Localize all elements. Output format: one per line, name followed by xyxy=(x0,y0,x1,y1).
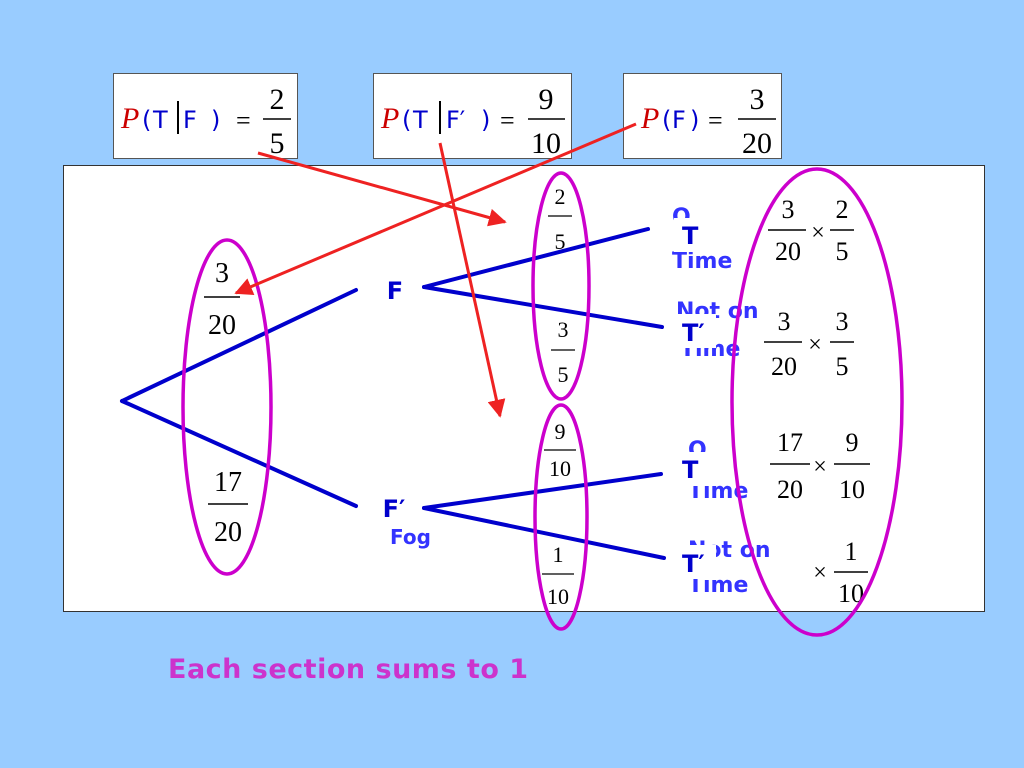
branch-not-f-to-t xyxy=(422,472,663,510)
highlight-level2-probs-not-f xyxy=(533,403,589,631)
product-times-sign: × xyxy=(808,332,822,358)
formula-numerator: 9 xyxy=(539,83,554,116)
outcome-3-label-bg xyxy=(676,452,712,486)
product-b-numerator: 1 xyxy=(845,537,858,566)
product-times-sign: × xyxy=(813,560,827,586)
highlight-products xyxy=(730,167,904,637)
prob-not-t-given-not-f-denominator: 10 xyxy=(547,584,569,609)
formula-open-paren: ( xyxy=(402,106,411,134)
prob-f-denominator: 20 xyxy=(208,310,236,341)
formula-arrows xyxy=(234,122,637,418)
highlight-level1-probs xyxy=(181,238,273,576)
prob-f-numerator: 3 xyxy=(215,258,229,289)
caption-each-section-sums: Each section sums to 1 xyxy=(168,654,529,685)
node-f-label: F xyxy=(387,277,403,305)
formula-box-t-given-not-f xyxy=(373,73,572,159)
formula-event: T xyxy=(152,106,168,134)
outcome-1-label: T xyxy=(682,222,699,250)
formula-event: T xyxy=(412,106,428,134)
prob-not-f-denominator: 20 xyxy=(214,517,242,548)
formula-denominator: 20 xyxy=(742,127,772,160)
formula-numerator: 2 xyxy=(270,83,285,116)
outcome-1-label-bg xyxy=(674,218,710,252)
formula-denominator: 5 xyxy=(270,127,285,160)
level2-probabilities: 2 5 3 5 9 10 1 10 xyxy=(542,184,576,609)
product-a-numerator: 3 xyxy=(782,195,795,224)
tree-diagram-panel xyxy=(63,165,985,612)
product-b-numerator: 3 xyxy=(836,307,849,336)
outcome-products: 3 20 × 2 5 3 20 × 3 5 17 20 × 9 10 xyxy=(764,195,870,608)
product-b-denominator: 5 xyxy=(836,352,849,381)
prob-not-t-given-f-numerator: 3 xyxy=(558,317,569,342)
product-3: 17 20 × 9 10 xyxy=(770,428,870,504)
formula-equals: = xyxy=(500,106,515,135)
formula-open-paren: ( xyxy=(662,106,671,134)
formula-equals: = xyxy=(708,106,723,135)
outcome-1-under-text: Time xyxy=(672,249,732,274)
branch-f-to-t xyxy=(422,227,650,289)
formula-t-given-f: P ( T F ) = 2 5 xyxy=(120,83,291,160)
formula-event: F xyxy=(672,106,686,134)
product-b-denominator: 10 xyxy=(839,475,865,504)
product-times-sign: × xyxy=(811,220,825,246)
product-b-numerator: 9 xyxy=(846,428,859,457)
formula-close-paren: ) xyxy=(211,106,220,134)
level1-probabilities: 3 20 17 20 xyxy=(204,258,248,548)
formula-box-f xyxy=(623,73,782,159)
prob-not-f-numerator: 17 xyxy=(214,467,242,498)
formula-t-given-not-f: P ( T F′ ) = 9 10 xyxy=(380,83,565,160)
branch-root-to-not-f xyxy=(120,399,358,508)
outcome-4-label-bg xyxy=(676,545,716,579)
formula-p-symbol: P xyxy=(380,102,399,135)
formula-p-symbol: P xyxy=(640,102,659,135)
product-a-numerator: 3 xyxy=(778,307,791,336)
product-a-numerator: 17 xyxy=(777,428,803,457)
product-a-denominator: 20 xyxy=(777,475,803,504)
formula-condition: F′ xyxy=(446,106,465,134)
highlight-level2-probs-f xyxy=(531,171,591,401)
outcome-4-label: T′ xyxy=(682,550,705,578)
formula-close-paren: ) xyxy=(690,106,699,134)
arrow-f-to-branch xyxy=(234,122,637,295)
formula-equals: = xyxy=(236,106,251,135)
section-highlights xyxy=(181,167,904,637)
outcome-labels: O Time T Not on Time T′ O Time T Not on … xyxy=(672,205,770,598)
branch-f-to-not-t xyxy=(422,285,664,329)
formula-box-t-given-f xyxy=(113,73,298,159)
prob-t-given-f-numerator: 2 xyxy=(555,184,566,209)
product-times-sign: × xyxy=(813,454,827,480)
product-b-denominator: 5 xyxy=(836,237,849,266)
node-not-f-fragment: Fog xyxy=(390,525,431,549)
branch-not-f-to-not-t xyxy=(422,506,666,560)
branch-root-to-f xyxy=(120,288,358,403)
formula-f: P ( F ) = 3 20 xyxy=(640,83,776,160)
prob-t-given-not-f-numerator: 9 xyxy=(555,419,566,444)
product-a-denominator: 20 xyxy=(771,352,797,381)
formula-numerator: 3 xyxy=(750,83,765,116)
product-1: 3 20 × 2 5 xyxy=(768,195,854,266)
tree-branches xyxy=(120,227,666,560)
product-4: × 1 10 xyxy=(813,537,868,608)
product-a-denominator: 20 xyxy=(775,237,801,266)
formula-p-symbol: P xyxy=(120,102,139,135)
product-2: 3 20 × 3 5 xyxy=(764,307,854,381)
product-b-numerator: 2 xyxy=(836,195,849,224)
prob-t-given-not-f-denominator: 10 xyxy=(549,456,571,481)
prob-not-t-given-not-f-numerator: 1 xyxy=(553,542,564,567)
formula-close-paren: ) xyxy=(481,106,490,134)
outcome-2-label-bg xyxy=(676,314,716,348)
formula-open-paren: ( xyxy=(142,106,151,134)
formula-condition: F xyxy=(183,106,197,134)
outcome-2-label: T′ xyxy=(682,319,705,347)
arrow-t-given-not-f-to-branch xyxy=(438,142,506,418)
node-not-f-label: F′ xyxy=(383,495,406,523)
formula-denominator: 10 xyxy=(531,127,561,160)
prob-t-given-f-denominator: 5 xyxy=(555,229,566,254)
arrow-t-given-f-to-branch xyxy=(257,151,507,227)
prob-not-t-given-f-denominator: 5 xyxy=(558,362,569,387)
outcome-3-label: T xyxy=(682,456,699,484)
level1-node-labels: F F′ Fog xyxy=(383,277,431,549)
